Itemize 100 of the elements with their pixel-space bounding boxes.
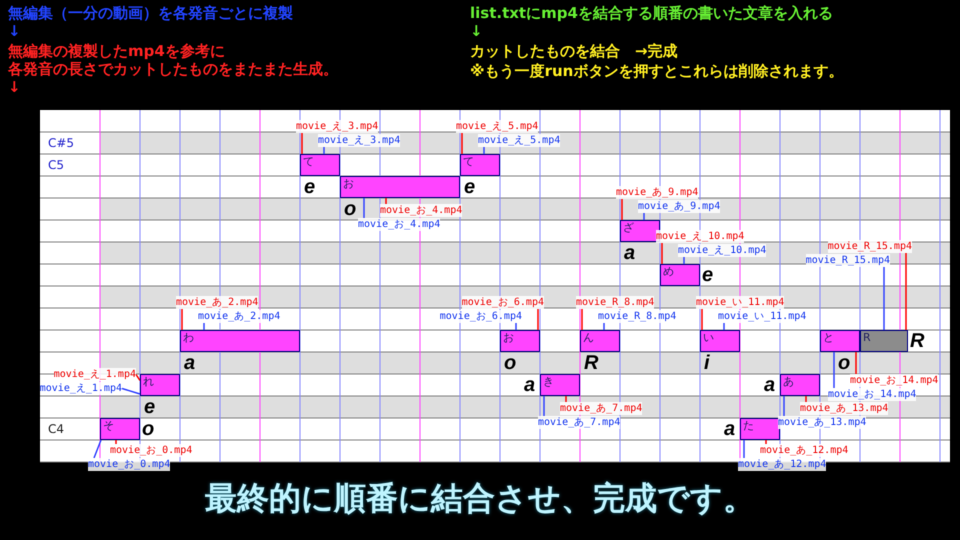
arrow-glyph: ↓ bbox=[8, 78, 21, 96]
file-label: movie_あ_12.mp4 bbox=[738, 458, 826, 471]
leader-line bbox=[723, 323, 725, 330]
file-label: movie_え_1.mp4 bbox=[40, 382, 122, 395]
leader-line bbox=[661, 243, 663, 264]
leader-line bbox=[363, 198, 365, 218]
leader-line bbox=[783, 396, 785, 416]
file-label: movie_え_5.mp4 bbox=[456, 120, 538, 133]
note-block: お bbox=[340, 176, 460, 198]
annotation-text: 各発音の長さでカットしたものをまたまた生成。 bbox=[8, 60, 338, 78]
arrow-glyph: ↓ bbox=[8, 22, 21, 40]
file-label: movie_あ_2.mp4 bbox=[198, 310, 280, 323]
note-block: め bbox=[660, 264, 700, 286]
file-label: movie_え_5.mp4 bbox=[478, 134, 560, 147]
note-block: て bbox=[460, 154, 500, 176]
file-label: movie_あ_9.mp4 bbox=[638, 200, 720, 213]
leader-line bbox=[543, 396, 545, 416]
leader-line bbox=[537, 309, 539, 330]
vowel-letter: o bbox=[142, 418, 154, 440]
leader-line bbox=[385, 198, 387, 204]
leader-line bbox=[515, 323, 517, 330]
vowel-letter: o bbox=[344, 198, 356, 220]
annotation-text: 無編集の複製したmp4を参考に bbox=[8, 42, 225, 60]
file-label: movie_あ_13.mp4 bbox=[800, 402, 888, 415]
leader-line bbox=[565, 396, 567, 402]
vowel-letter: a bbox=[624, 242, 636, 264]
vowel-letter: a bbox=[184, 352, 196, 374]
file-label: movie_あ_7.mp4 bbox=[538, 416, 620, 429]
leader-line bbox=[603, 323, 605, 330]
note-block: R bbox=[860, 330, 908, 352]
note-block: お bbox=[500, 330, 540, 352]
note-block: れ bbox=[140, 374, 180, 396]
file-label: movie_R_15.mp4 bbox=[806, 254, 890, 267]
leader-line bbox=[483, 147, 485, 154]
file-label: movie_お_4.mp4 bbox=[358, 218, 440, 231]
file-label: movie_い_11.mp4 bbox=[696, 296, 784, 309]
leader-line bbox=[643, 213, 645, 220]
note-block: あ bbox=[780, 374, 820, 396]
file-label: movie_お_14.mp4 bbox=[828, 388, 916, 401]
annotation-text: list.txtにmp4を結合する順番の書いた文章を入れる bbox=[470, 4, 833, 22]
note-block: ん bbox=[580, 330, 620, 352]
leader-line bbox=[855, 352, 857, 374]
file-label: movie_あ_9.mp4 bbox=[616, 186, 698, 199]
leader-line bbox=[323, 147, 325, 154]
file-label: movie_お_0.mp4 bbox=[88, 458, 170, 471]
leader-line bbox=[701, 309, 703, 330]
leader-line bbox=[581, 309, 583, 330]
leader-line bbox=[621, 199, 623, 220]
vowel-letter: e bbox=[702, 264, 714, 286]
file-label: movie_え_3.mp4 bbox=[296, 120, 378, 133]
pitch-label: C#5 bbox=[48, 136, 74, 150]
file-label: movie_お_14.mp4 bbox=[850, 374, 938, 387]
vowel-letter: R bbox=[910, 330, 924, 352]
leader-line bbox=[883, 267, 885, 330]
file-label: movie_R_15.mp4 bbox=[828, 240, 912, 253]
vowel-letter: e bbox=[144, 396, 156, 418]
file-label: movie_あ_12.mp4 bbox=[760, 444, 848, 457]
subtitle-text: 最終的に順番に結合させ、完成です。 bbox=[205, 478, 755, 518]
leader-line bbox=[93, 440, 102, 458]
file-label: movie_お_0.mp4 bbox=[110, 444, 192, 457]
file-label: movie_R_8.mp4 bbox=[576, 296, 654, 309]
file-label: movie_え_1.mp4 bbox=[54, 368, 136, 381]
note-block: わ bbox=[180, 330, 300, 352]
leader-line bbox=[461, 133, 463, 154]
annotation-text: ※もう一度runボタンを押すとこれらは削除されます。 bbox=[470, 62, 844, 80]
file-label: movie_R_8.mp4 bbox=[598, 310, 676, 323]
vowel-letter: a bbox=[524, 374, 536, 396]
file-label: movie_え_10.mp4 bbox=[656, 230, 744, 243]
leader-line bbox=[805, 396, 807, 402]
note-block: そ bbox=[100, 418, 140, 440]
note-block: い bbox=[700, 330, 740, 352]
vowel-letter: o bbox=[838, 352, 850, 374]
leader-line bbox=[301, 133, 303, 154]
pitch-label: C4 bbox=[48, 422, 64, 436]
leader-line bbox=[743, 440, 745, 458]
arrow-glyph: ↓ bbox=[470, 22, 483, 40]
leader-line bbox=[203, 323, 205, 330]
file-label: movie_お_4.mp4 bbox=[380, 204, 462, 217]
file-label: movie_い_11.mp4 bbox=[718, 310, 806, 323]
file-label: movie_あ_13.mp4 bbox=[778, 416, 866, 429]
vowel-letter: e bbox=[304, 176, 316, 198]
leader-line bbox=[833, 352, 835, 388]
note-block: き bbox=[540, 374, 580, 396]
vowel-letter: a bbox=[724, 418, 736, 440]
leader-line bbox=[765, 440, 767, 444]
file-label: movie_あ_7.mp4 bbox=[560, 402, 642, 415]
file-label: movie_え_3.mp4 bbox=[318, 134, 400, 147]
vowel-letter: o bbox=[504, 352, 516, 374]
leader-line bbox=[683, 257, 685, 264]
note-block: た bbox=[740, 418, 780, 440]
annotation-text: カットしたものを結合 →完成 bbox=[470, 42, 678, 60]
note-block: と bbox=[820, 330, 860, 352]
file-label: movie_お_6.mp4 bbox=[462, 296, 544, 309]
vowel-letter: e bbox=[464, 176, 476, 198]
file-label: movie_お_6.mp4 bbox=[440, 310, 522, 323]
vowel-letter: i bbox=[704, 352, 710, 374]
annotation-text: 無編集（一分の動画）を各発音ごとに複製 bbox=[8, 4, 293, 22]
file-label: movie_え_10.mp4 bbox=[678, 244, 766, 257]
leader-line bbox=[905, 253, 907, 330]
leader-line bbox=[181, 309, 183, 330]
